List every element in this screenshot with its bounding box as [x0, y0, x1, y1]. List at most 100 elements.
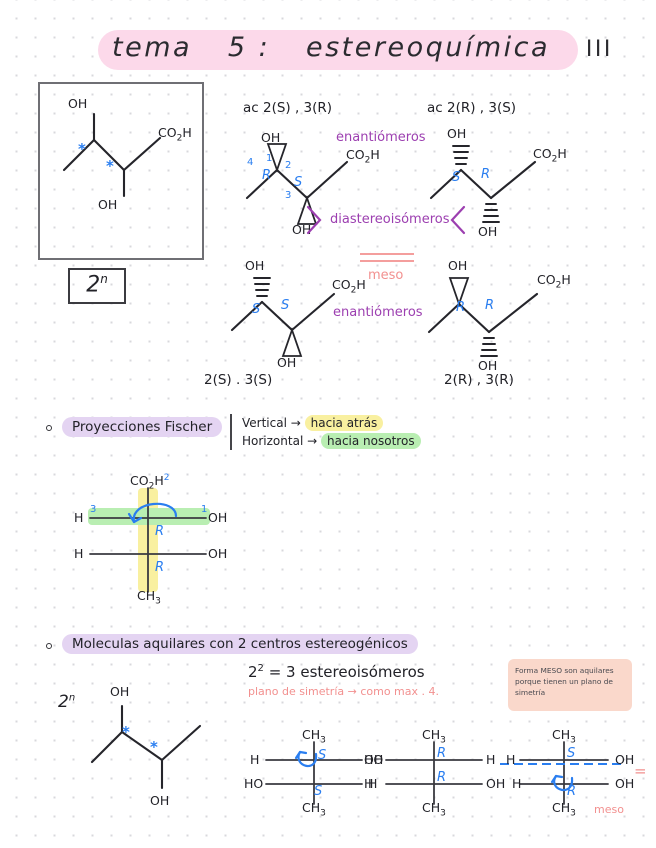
- relation-diastereoisomeros: diastereoisómeros: [330, 212, 450, 227]
- bottom-fischer-1-rotation-arrow-icon: [294, 750, 318, 767]
- isomer-bottom-left-oh-top: OH: [245, 258, 265, 273]
- bottom-fischer-3-cross: [519, 741, 609, 805]
- relation-bracket-left: [306, 205, 322, 235]
- fischer-horizontal-highlight: [88, 508, 210, 525]
- isomer-top-right-skeleton: [429, 145, 537, 223]
- meso-equals-sign: =: [634, 762, 647, 780]
- formula-2n-label: 2n: [86, 272, 108, 298]
- isomer-bottom-left-co2h: CO2H: [332, 277, 366, 296]
- fischer-right-upper-label: OH: [208, 510, 228, 525]
- fischer-section-heading: Proyecciones Fischer: [62, 417, 223, 437]
- isomer-top-left-co2h: CO2H: [346, 147, 380, 166]
- hash-wedge-up: [452, 145, 470, 165]
- isomer-bottom-left-cfg-left: S: [252, 302, 261, 317]
- fischer-left-upper-label: H: [74, 510, 84, 525]
- rule-vertical: Vertical → hacia atrás: [242, 415, 384, 431]
- isomer-top-right-cfg-left: S: [452, 170, 461, 185]
- isomer-top-left-cfg-right: S: [294, 175, 303, 190]
- isomer-bottom-left-skeleton: [230, 277, 336, 357]
- boxed-oh-top-label: OH: [68, 96, 88, 111]
- isomer-top-right-cfg-right: R: [481, 167, 491, 182]
- fischer-top-label: CO2H2: [130, 473, 170, 492]
- bottom-fischer-2-left-upper: HO: [364, 752, 384, 767]
- isomer-bottom-left-footer: 2(S) . 3(S): [204, 372, 273, 388]
- isomer-top-left-oh-top: OH: [261, 130, 281, 145]
- bottom-fischer-1-top: CH3: [302, 727, 326, 746]
- bottom-fischer-2-top: CH3: [422, 727, 446, 746]
- isomer-bottom-right-oh-bottom: OH: [478, 358, 498, 373]
- isomer-top-right-oh-top: OH: [447, 126, 467, 141]
- rule-horizontal-arrow: →: [307, 434, 318, 448]
- hash-wedge-up: [253, 277, 271, 297]
- fischer-bottom-label: CH3: [137, 588, 161, 607]
- bottom-fischer-3-top: CH3: [552, 727, 576, 746]
- chiral-stereocenter-marker-1: *: [122, 723, 130, 741]
- boxed-oh-bottom-label: OH: [98, 197, 118, 212]
- bottom-fischer-1-cfg-lower: S: [314, 784, 323, 799]
- fischer-rotation-arrow-icon: [127, 502, 178, 524]
- chiral-power-label: 2n: [58, 692, 76, 712]
- isomer-bottom-left-cfg-right: S: [281, 298, 290, 313]
- relation-enantiomeros-bottom: enantiómeros: [333, 305, 423, 320]
- bottom-fischer-1-right-lower: H: [364, 776, 374, 791]
- hash-wedge-down: [480, 337, 498, 357]
- bottom-fischer-2-right-upper: H: [486, 752, 496, 767]
- bottom-fischer-2-cross: [385, 741, 483, 805]
- chiral-stereocenter-marker-2: *: [150, 738, 158, 756]
- title-number: 5: [227, 32, 248, 63]
- title-roman-numeral: III: [585, 37, 613, 62]
- isomer-top-left-oh-bottom: OH: [292, 222, 312, 237]
- rule-vertical-label: Vertical: [242, 416, 287, 430]
- fischer-section-bullet: [46, 425, 52, 431]
- fischer-cfg-upper: R: [155, 524, 165, 539]
- meso-note-box: Forma MESO son aquilares porque tienen u…: [508, 659, 632, 711]
- isomer-bottom-right-co2h: CO2H: [537, 272, 571, 291]
- fischer-right-upper-priority: 1: [201, 504, 208, 515]
- isomer-top-left-num-2: 2: [285, 160, 292, 171]
- isomer-top-left-cfg-left: R: [262, 168, 272, 183]
- bottom-fischer-3-rotation-arrow-icon: [550, 774, 574, 792]
- isomer-bottom-right-skeleton: [427, 277, 539, 357]
- bottom-fischer-1-right-upper: OH: [364, 752, 384, 767]
- fischer-left-upper-priority: 3: [90, 504, 97, 515]
- bottom-fischer-3-left-lower: H: [512, 776, 522, 791]
- bottom-fischer-1-bottom: CH3: [302, 800, 326, 819]
- mirror-plane-dashed-line: [500, 763, 626, 765]
- isomer-top-right-co2h: CO2H: [533, 146, 567, 165]
- bottom-fischer-1-left-lower: HO: [244, 776, 264, 791]
- isomer-bottom-right-cfg-right: R: [485, 298, 495, 313]
- page-title: tema 5 : estereoquímica III: [112, 32, 610, 63]
- bottom-fischer-3-left-upper: H: [506, 752, 516, 767]
- boxed-structure-frame: [38, 82, 204, 260]
- bottom-fischer-3-right-upper: OH: [615, 752, 635, 767]
- rules-divider: [230, 414, 232, 450]
- isomer-top-left-header: ac 2(S) , 3(R): [243, 100, 333, 116]
- isomer-bottom-right-oh-top: OH: [448, 258, 468, 273]
- fischer-right-lower-label: OH: [208, 546, 228, 561]
- relation-bracket-right: [450, 205, 466, 235]
- isomer-top-left-num-4: 4: [247, 157, 254, 168]
- fischer-left-lower-label: H: [74, 546, 84, 561]
- rule-horizontal-label: Horizontal: [242, 434, 304, 448]
- bottom-fischer-2-cfg-upper: R: [437, 746, 447, 761]
- isomer-bottom-right-cfg-left: R: [456, 300, 466, 315]
- bottom-fischer-1-cfg-upper: S: [318, 748, 327, 763]
- bottom-fischer-3-bottom: CH3: [552, 800, 576, 819]
- boxed-stereocenter-marker-2: *: [106, 157, 114, 175]
- isomer-top-left-num-3: 3: [285, 190, 292, 201]
- hash-wedge-down: [482, 203, 500, 223]
- bottom-fischer-1-left-upper: H: [250, 752, 260, 767]
- rule-vertical-value: hacia atrás: [304, 415, 384, 431]
- isomer-top-right-header: ac 2(R) , 3(S): [427, 100, 517, 116]
- chiral-note-pink: plano de simetría → como max . 4.: [248, 685, 440, 698]
- chiral-structure-oh-top: OH: [110, 684, 130, 699]
- chiral-structure-skeleton: [90, 704, 202, 790]
- chiral-structure-oh-bottom: OH: [150, 793, 170, 808]
- title-word-tema: tema: [112, 32, 193, 63]
- bottom-fischer-3-meso-label: meso: [594, 803, 624, 816]
- bottom-fischer-1-cross: [265, 741, 363, 805]
- relation-meso-label: meso: [368, 268, 404, 283]
- title-word-estereoquimica: estereoquímica: [306, 32, 551, 63]
- chiral-formula: 22 = 3 estereoisómeros: [248, 663, 425, 681]
